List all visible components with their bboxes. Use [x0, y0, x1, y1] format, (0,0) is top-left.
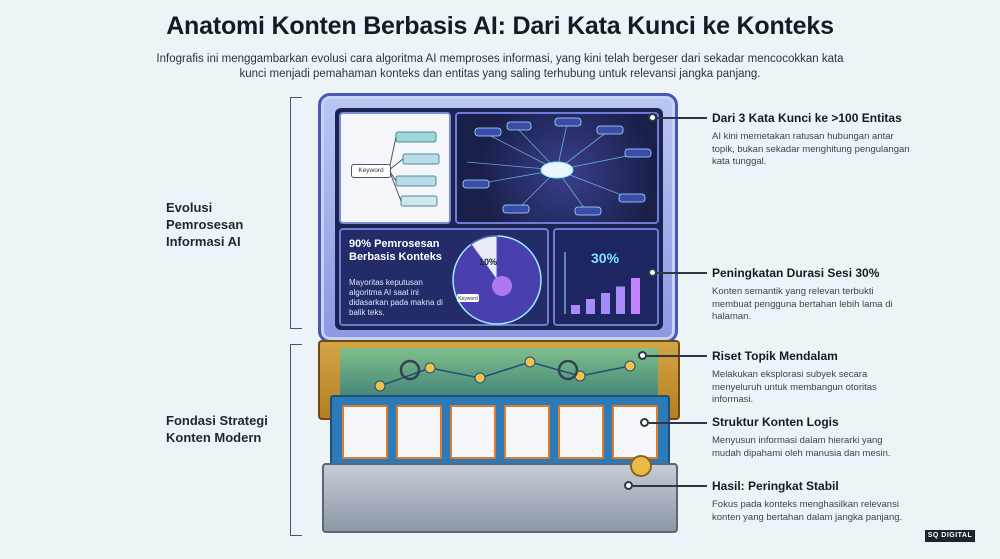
monitor-screen: Keyword — [335, 108, 663, 330]
session-bar — [631, 278, 640, 314]
callout-ranking: Hasil: Peringkat Stabil Fokus pada konte… — [712, 479, 912, 524]
pie-keyword-text: Keyword — [458, 296, 478, 302]
section-label-top: Evolusi Pemrosesan Informasi AI — [166, 200, 244, 249]
pie-small-label: 10% — [479, 257, 497, 267]
stat-heading: 90% Pemrosesan Berbasis Konteks — [349, 238, 442, 263]
callout-dot-1 — [648, 113, 657, 122]
content-card — [558, 405, 604, 459]
callout-dot-3 — [638, 351, 647, 360]
monitor-illustration: Keyword — [318, 93, 678, 343]
callout-research: Riset Topik Mendalam Melakukan eksploras… — [712, 349, 912, 407]
callout-dot-2 — [648, 268, 657, 277]
callout-title: Dari 3 Kata Kunci ke >100 Entitas — [712, 111, 902, 125]
entity-graph-panel — [455, 112, 659, 224]
bottom-bracket — [290, 344, 302, 536]
keyword-tree-icon — [388, 131, 440, 207]
callout-desc: Konten semantik yang relevan terbukti me… — [712, 286, 893, 322]
top-bracket — [290, 97, 302, 329]
session-bar — [601, 293, 610, 314]
brain-icon — [492, 276, 512, 296]
content-structure-block — [330, 395, 670, 467]
magnifier-icon — [399, 359, 421, 381]
pie-small-slice — [470, 235, 498, 282]
context-stat-panel: 90% Pemrosesan Berbasis Konteks Mayorita… — [339, 228, 549, 326]
callout-session: Peningkatan Durasi Sesi 30% Konten seman… — [712, 266, 912, 324]
content-card — [450, 405, 496, 459]
page-subtitle: Infografis ini menggambarkan evolusi car… — [156, 53, 844, 80]
callout-title: Hasil: Peringkat Stabil — [712, 479, 839, 493]
callout-dot-5 — [624, 481, 633, 490]
callout-dot-4 — [640, 418, 649, 427]
callout-line-5 — [633, 485, 707, 487]
callout-desc: Fokus pada konteks menghasilkan relevans… — [712, 499, 903, 523]
callout-line-2 — [657, 272, 707, 274]
topic-map-surface — [340, 348, 658, 402]
content-card — [612, 405, 658, 459]
callout-title: Peningkatan Durasi Sesi 30% — [712, 266, 880, 280]
section-label-bottom: Fondasi Strategi Konten Modern — [166, 413, 268, 445]
session-bar — [571, 305, 580, 314]
session-bars-panel: 30% — [553, 228, 659, 326]
session-bar-chart — [564, 252, 640, 314]
session-bar — [616, 286, 625, 314]
topic-network-icon — [374, 356, 636, 392]
keyword-node: Keyword — [351, 164, 391, 178]
brand-logo: SQ DIGITAL — [925, 530, 975, 542]
callout-line-3 — [647, 355, 707, 357]
entity-network-icon — [462, 117, 652, 216]
pie-keyword-tag — [457, 294, 479, 302]
bars-value: 30% — [591, 250, 620, 266]
award-badge-icon — [630, 455, 652, 477]
callout-desc: AI kini memetakan ratusan hubungan antar… — [712, 131, 910, 167]
page-title: Anatomi Konten Berbasis AI: Dari Kata Ku… — [166, 12, 834, 40]
context-pie-chart: Keyword 10% — [452, 235, 542, 325]
callout-desc: Menyusun informasi dalam hierarki yang m… — [712, 435, 891, 459]
callout-title: Riset Topik Mendalam — [712, 349, 838, 363]
magnifier-icon-right — [557, 359, 579, 381]
stat-description: Mayoritas keputusan algoritma AI saat in… — [349, 278, 443, 317]
keyword-panel: Keyword — [339, 112, 451, 224]
callout-entities: Dari 3 Kata Kunci ke >100 Entitas AI kin… — [712, 111, 912, 169]
session-bar — [586, 299, 595, 314]
callout-title: Struktur Konten Logis — [712, 415, 839, 429]
content-card — [504, 405, 550, 459]
callout-line-4 — [649, 422, 707, 424]
callout-desc: Melakukan eksplorasi subyek secara menye… — [712, 369, 877, 405]
callout-structure: Struktur Konten Logis Menyusun informasi… — [712, 415, 912, 460]
callout-line-1 — [657, 117, 707, 119]
content-card — [342, 405, 388, 459]
stable-pedestal — [322, 463, 678, 533]
content-card — [396, 405, 442, 459]
